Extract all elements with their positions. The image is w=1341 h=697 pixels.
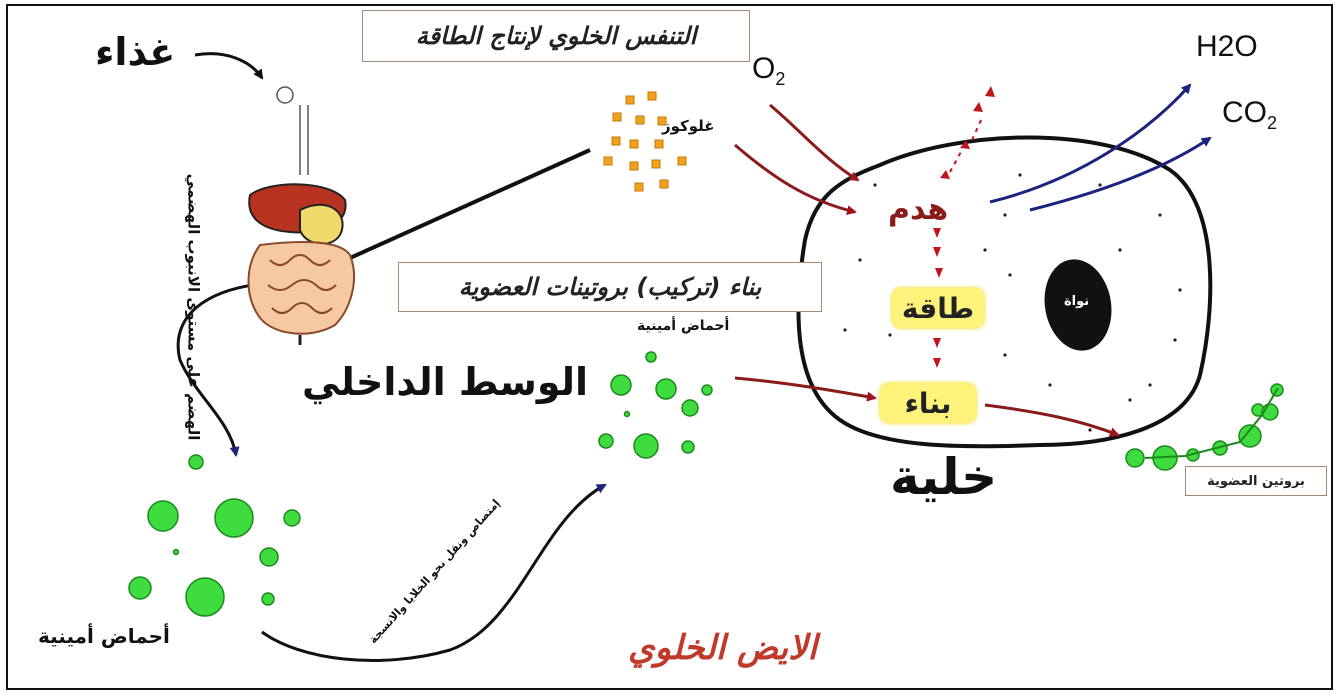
nucleus-body — [1044, 259, 1112, 351]
head-icon — [276, 86, 309, 175]
protein-chain-link — [1144, 387, 1279, 459]
amino-to-cell-arrow — [734, 376, 877, 402]
h2o-label: H2O — [1196, 30, 1258, 63]
energy-label: طاقة — [892, 288, 984, 328]
title-box: التنفس الخلوي لإنتاج الطاقة — [362, 10, 750, 62]
cytoplasm-dots — [843, 173, 1182, 432]
digestive-system-icon — [247, 183, 355, 345]
co2-text: CO — [1222, 96, 1267, 129]
glucose-label: غلوكوز — [662, 117, 715, 135]
catabolism-label: هدم — [888, 192, 949, 227]
food-arrow — [194, 52, 264, 80]
o2-subscript: 2 — [775, 69, 786, 89]
co2-subscript: 2 — [1267, 113, 1278, 133]
internal-medium-label: الوسط الداخلي — [302, 360, 589, 404]
amino-small-label: أحماض أمينية — [637, 318, 730, 334]
cell-membrane — [796, 135, 1213, 449]
amino-acids-bottom — [128, 454, 301, 617]
glucose-particles — [603, 91, 687, 192]
food-label: غذاء — [95, 30, 176, 74]
protein-label: بروتين العضوية — [1185, 466, 1327, 496]
amino-acids-internal — [598, 351, 713, 459]
o2-arrow-2 — [734, 143, 857, 215]
catabolism-arrows — [933, 86, 995, 368]
co2-label: CO2 — [1222, 96, 1277, 134]
digestion-label: الهضم على مستوى الانبوب الهضمي — [184, 173, 203, 441]
cell-label: خلية — [890, 448, 998, 506]
o2-text: O — [752, 52, 776, 85]
digestion-arrow — [176, 280, 286, 457]
amino-acids-label: أحماض أمينية — [38, 624, 170, 648]
h2o-arrow — [989, 83, 1192, 204]
heat-dashes — [949, 117, 983, 173]
build-to-protein-arrow — [984, 403, 1120, 437]
building-box: بناء (تركيب) بروتينات العضوية — [398, 262, 822, 312]
anabolism-label: بناء — [880, 383, 976, 423]
metabolism-label: الايض الخلوي — [628, 628, 817, 668]
o2-arrow-1 — [769, 103, 860, 182]
absorption-arrow — [261, 483, 607, 662]
nucleus-label: نواة — [1064, 294, 1090, 309]
co2-arrow — [1029, 136, 1212, 212]
o2-label: O2 — [752, 52, 785, 90]
